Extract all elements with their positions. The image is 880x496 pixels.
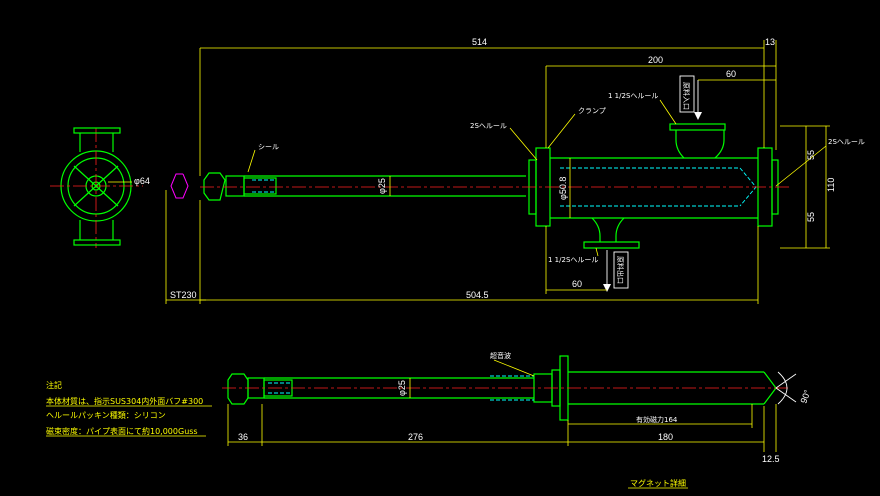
detail-len-a: 36 — [238, 432, 248, 442]
dim-half-top: 55 — [806, 150, 816, 160]
ferrule-inlet-label: 1 1/2Sヘルール — [608, 92, 658, 100]
notes-line-2: ヘルールパッキン種類：シリコン — [46, 410, 166, 420]
dim-base-length: 504.5 — [466, 290, 489, 300]
seal-label: シール — [258, 143, 279, 151]
dimensions — [165, 40, 830, 304]
notes-heading: 注記 — [46, 380, 62, 390]
outlet-label: 原料出口 — [616, 256, 625, 284]
detail-effective-length: 有効磁力164 — [636, 415, 678, 424]
detail-tip: 12.5 — [762, 454, 780, 464]
clamp-label: クランプ — [578, 107, 606, 115]
dim-height: 110 — [826, 178, 836, 192]
dim-half-bottom: 55 — [806, 212, 816, 222]
detail-len-c: 180 — [658, 432, 673, 442]
detail-angle: 90° — [798, 388, 812, 405]
notes-line-3: 磁束密度：パイプ表面にて約10,000Guss — [46, 426, 198, 436]
detail-rod-dia: φ25 — [397, 380, 407, 396]
dim-end-gap: 13 — [765, 37, 775, 47]
sub-label: 超音波 — [490, 351, 511, 360]
notes-block: 注記 本体材質は、指示SUS304内外面バフ#300 ヘルールパッキン種類：シリ… — [46, 380, 212, 437]
detail-len-b: 276 — [408, 432, 423, 442]
inlet-label: 原料入口 — [682, 82, 691, 110]
end-dia-label: φ64 — [134, 176, 150, 186]
dim-body-dia: φ50.8 — [558, 177, 568, 200]
ferrule-outlet-label: 1 1/2Sヘルール — [548, 256, 598, 264]
notes-line-1: 本体材質は、指示SUS304内外面バフ#300 — [46, 396, 203, 406]
dim-outlet-offset: 60 — [572, 279, 582, 289]
end-view: φ64 — [50, 127, 150, 248]
ferrule-2s-left-label: 2Sヘルール — [470, 122, 507, 130]
magnet-detail — [222, 355, 797, 452]
dim-total-length: 514 — [472, 37, 487, 47]
dim-rod-dia: φ25 — [377, 178, 387, 194]
ferrule-2s-right-label: 2Sヘルール — [828, 138, 865, 146]
dim-stroke: ST230 — [170, 290, 197, 300]
drawing-title: マグネット詳細 — [630, 478, 686, 488]
main-assembly — [170, 75, 790, 292]
dim-tee-span: 200 — [648, 55, 663, 65]
dim-inlet-offset: 60 — [726, 69, 736, 79]
